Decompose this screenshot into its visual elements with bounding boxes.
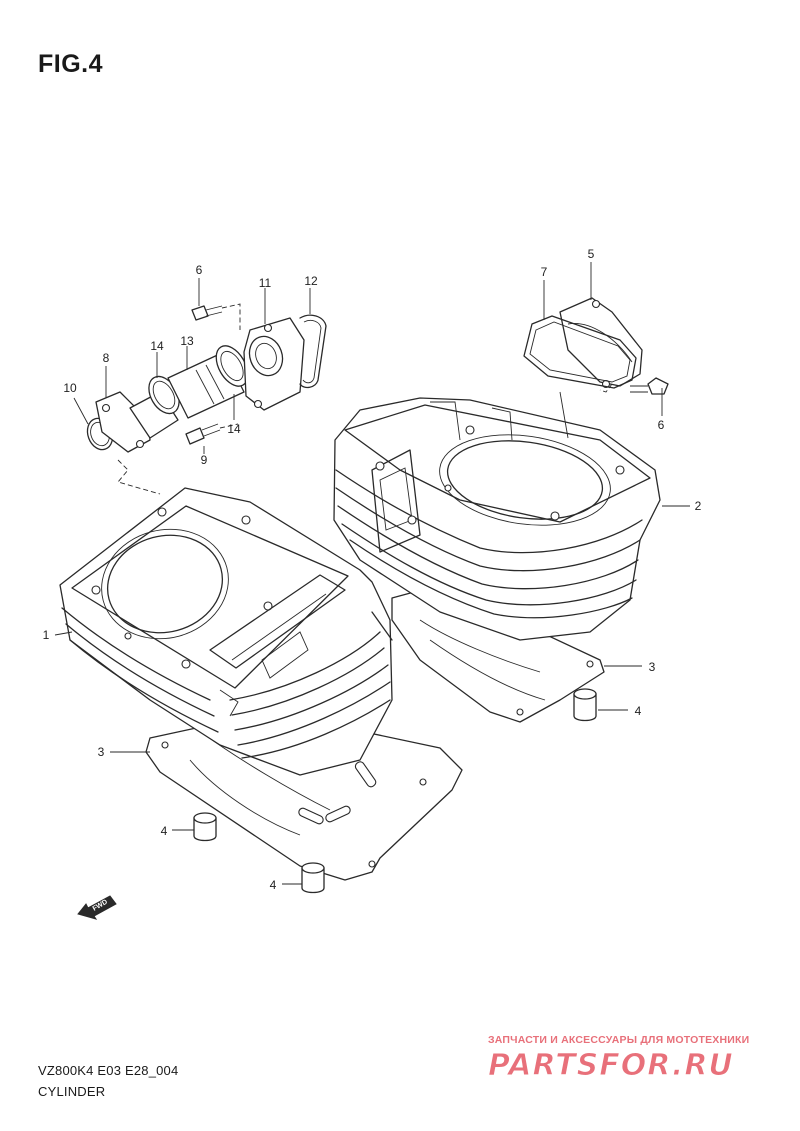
intake-assembly	[86, 303, 327, 495]
callout-1: 1	[42, 628, 50, 642]
callout-14-left: 14	[150, 339, 164, 353]
cover-assembly	[523, 297, 669, 395]
leader-lines	[54, 262, 690, 885]
figure-title: FIG.4	[38, 50, 104, 78]
callout-3-lower: 3	[97, 745, 105, 759]
section-name: CYLINDER	[38, 1084, 106, 1099]
watermark-tagline: ЗАПЧАСТИ И АКСЕССУАРЫ ДЛЯ МОТОТЕХНИКИ	[488, 1034, 750, 1046]
rear-cylinder	[333, 397, 661, 641]
callout-5: 5	[587, 247, 595, 261]
callout-8: 8	[102, 351, 110, 365]
watermark-logo: PARTSFOR.RU	[488, 1048, 734, 1084]
model-code: VZ800K4 E03 E28_004	[38, 1063, 179, 1078]
callout-3-upper: 3	[648, 660, 656, 674]
callout-2: 2	[694, 499, 702, 513]
callout-12: 12	[304, 274, 318, 288]
front-cylinder	[59, 487, 393, 776]
callout-4-middle: 4	[160, 824, 168, 838]
callout-4-upper: 4	[634, 704, 642, 718]
callout-6-upper: 6	[195, 263, 203, 277]
callout-14-right: 14	[227, 422, 241, 436]
callout-7: 7	[540, 265, 548, 279]
fwd-arrow-icon: FWD	[77, 895, 117, 920]
watermark: ЗАПЧАСТИ И АКСЕССУАРЫ ДЛЯ МОТОТЕХНИКИ PA…	[488, 1034, 778, 1084]
dowel-pin-upper	[573, 688, 597, 722]
callout-10: 10	[63, 381, 77, 395]
callout-6-right: 6	[657, 418, 665, 432]
callout-13: 13	[180, 334, 194, 348]
callout-11: 11	[258, 276, 272, 290]
callout-9: 9	[200, 453, 208, 467]
dowel-pin-middle	[193, 812, 217, 842]
dowel-pin-lower	[301, 862, 325, 894]
callout-4-lower: 4	[269, 878, 277, 892]
